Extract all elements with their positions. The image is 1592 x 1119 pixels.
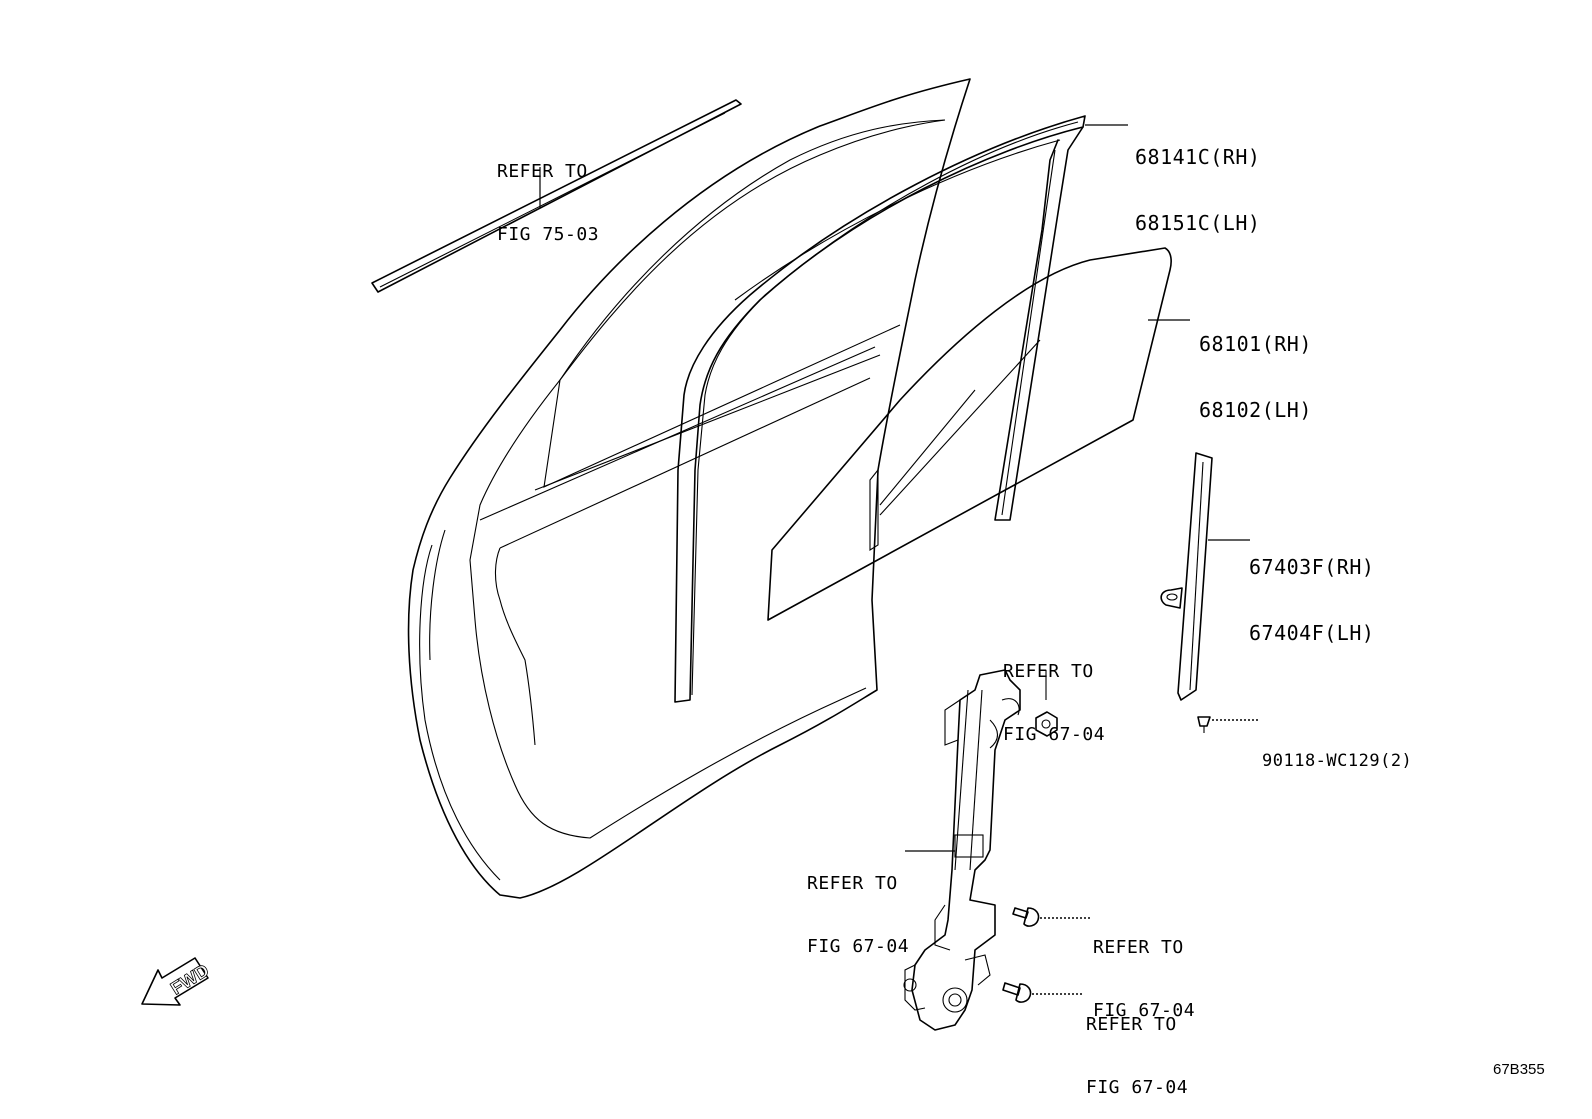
- glass-run-channel: [674, 115, 1128, 703]
- ref-line-1: REFER TO: [1003, 661, 1094, 682]
- figure-code: 67B355: [1493, 1061, 1545, 1078]
- bolt-upper: [1012, 907, 1090, 927]
- fwd-arrow-icon: FWD: [141, 957, 213, 1006]
- ref-line-1: REFER TO: [497, 161, 588, 182]
- glass-part-number: 68101(RH) 68102(LH): [1199, 289, 1312, 443]
- ref-line-2: FIG 67-04: [1093, 1000, 1196, 1021]
- window-regulator: [903, 669, 1021, 1031]
- ref-line-1: REFER TO: [1086, 1014, 1177, 1035]
- ref-line-2: FIG 67-04: [1086, 1077, 1189, 1098]
- screw-part-number: 90118-WC129(2): [1262, 709, 1412, 793]
- part-number-lh: 68151C(LH): [1135, 211, 1261, 235]
- ref-line-1: REFER TO: [1093, 937, 1184, 958]
- fwd-arrow-label: FWD: [167, 960, 212, 999]
- rear-sash-channel: [1160, 452, 1250, 701]
- regulator-mid-ref-label: REFER TO FIG 67-04: [807, 831, 909, 978]
- run-channel-part-number: 68141C(RH) 68151C(LH): [1135, 102, 1260, 256]
- part-number: 90118-WC129(2): [1262, 751, 1413, 771]
- ref-line-1: REFER TO: [807, 873, 898, 894]
- door-glass: [767, 247, 1190, 621]
- part-number-rh: 68141C(RH): [1135, 145, 1261, 169]
- screw: [1197, 716, 1260, 733]
- ref-line-2: FIG 75-03: [497, 224, 600, 245]
- part-number-rh: 67403F(RH): [1249, 555, 1375, 579]
- part-number-lh: 68102(LH): [1199, 398, 1312, 422]
- door-panel: [407, 78, 971, 899]
- rear-channel-part-number: 67403F(RH) 67404F(LH): [1249, 512, 1374, 666]
- bolt-lower-ref-label: REFER TO FIG 67-04: [1086, 972, 1188, 1119]
- bolt-upper-ref-label: REFER TO FIG 67-04: [1093, 895, 1195, 1042]
- part-number-lh: 67404F(LH): [1249, 621, 1375, 645]
- ref-line-2: FIG 67-04: [807, 936, 910, 957]
- nut: [1035, 670, 1058, 737]
- belt-moulding: [371, 99, 742, 293]
- part-number-rh: 68101(RH): [1199, 332, 1312, 356]
- moulding-ref-label: REFER TO FIG 75-03: [497, 119, 599, 266]
- bolt-lower: [1002, 982, 1084, 1003]
- regulator-top-ref-label: REFER TO FIG 67-04: [1003, 619, 1105, 766]
- ref-line-2: FIG 67-04: [1003, 724, 1106, 745]
